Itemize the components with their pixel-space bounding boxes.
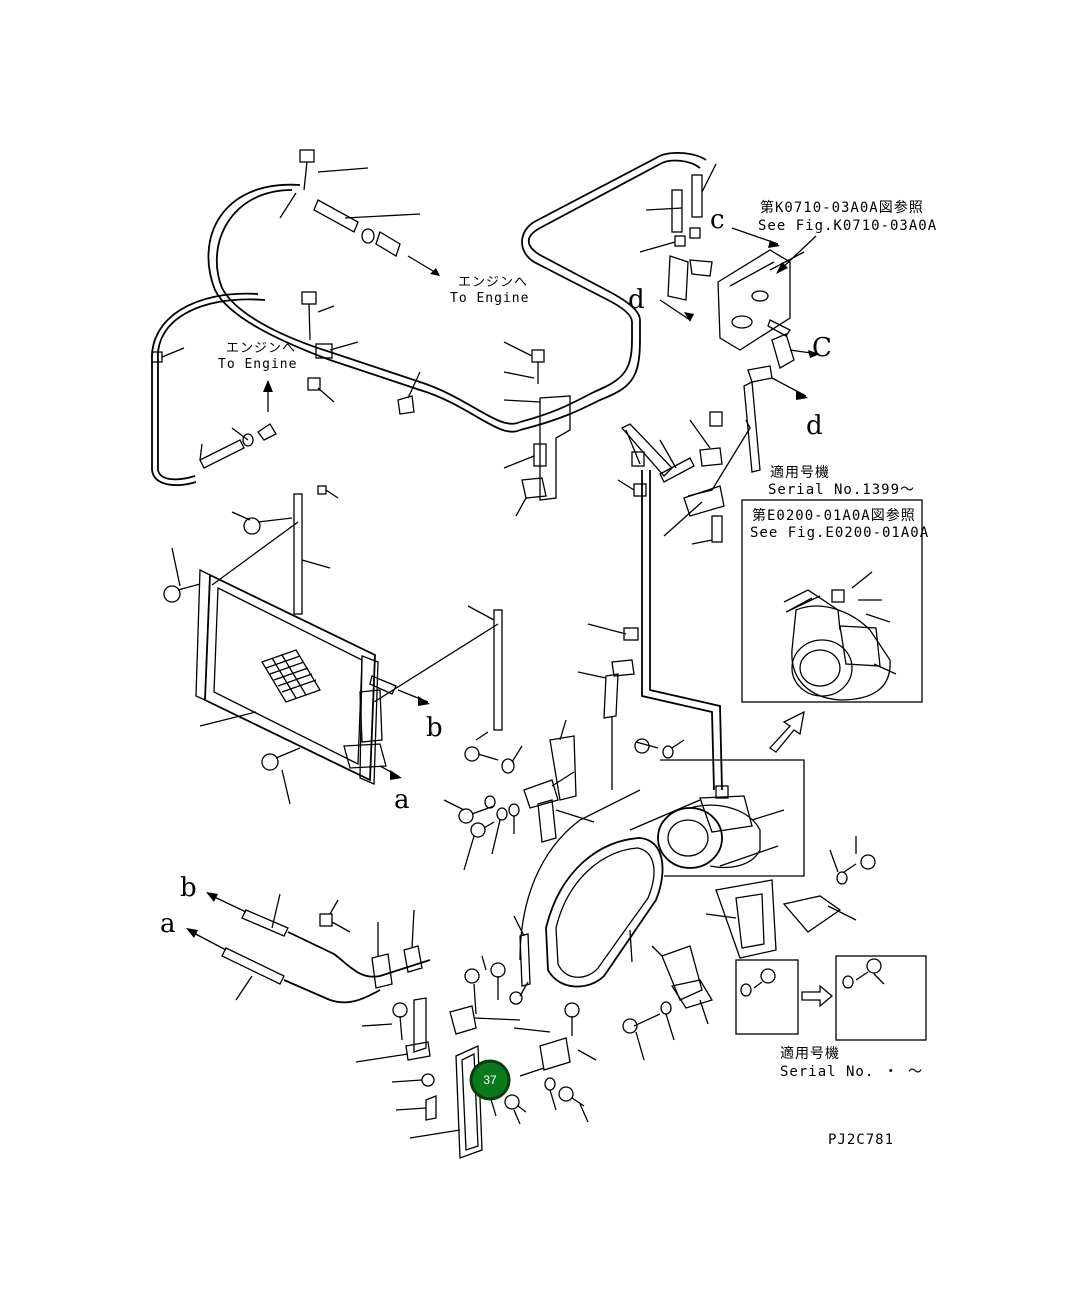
to-engine-en-1: To Engine	[450, 291, 529, 306]
ref-k0710-en: See Fig.K0710-03A0A	[758, 218, 937, 234]
top-hose-bolt	[279, 149, 369, 219]
letter-d-2: d	[806, 411, 823, 441]
to-engine-jp-2: エンジンへ	[226, 341, 296, 356]
drawing-code: PJ2C781	[828, 1132, 894, 1148]
right-compressor-bracket	[622, 836, 876, 1061]
right-hose-elbow	[743, 333, 820, 473]
serial-detail-box-right	[835, 955, 927, 1041]
serial-jp-1: 適用号機	[770, 464, 830, 481]
upper-left-hose	[151, 183, 521, 486]
letter-b-2: b	[180, 873, 197, 903]
part-callout-37[interactable]: 37	[469, 1059, 511, 1101]
hose-clamp-bolt	[301, 291, 421, 415]
serial-detail-box-left	[735, 959, 799, 1035]
detail-arrow	[769, 710, 805, 753]
drive-belt	[519, 789, 664, 988]
ref-e0200-jp: 第E0200-01A0A図参照	[752, 507, 916, 524]
letter-a-2: a	[160, 909, 176, 939]
upper-right-pipe	[519, 152, 707, 431]
vertical-hoses-top	[639, 163, 717, 322]
condenser-assembly	[163, 485, 503, 805]
detail-box-e0200	[741, 499, 923, 703]
receiver-drier-bracket	[355, 915, 597, 1159]
to-engine-en-2: To Engine	[218, 357, 297, 372]
arrow-right-detail	[801, 984, 834, 1008]
ref-k0710-jp: 第K0710-03A0A図参照	[760, 199, 924, 216]
to-engine-jp-1: エンジンへ	[458, 275, 528, 290]
letter-a-1: a	[394, 785, 410, 815]
serial-en-2: Serial No. ・ ～	[780, 1064, 923, 1080]
lower-left-hoses	[186, 892, 431, 1004]
middle-bolt-cluster	[443, 719, 595, 871]
condenser-bolts	[163, 511, 301, 805]
serial-jp-2: 適用号機	[780, 1045, 840, 1062]
ref-e0200-en: See Fig.E0200-01A0A	[750, 525, 929, 541]
condenser-mesh	[261, 649, 321, 703]
center-mounting-bracket	[503, 341, 571, 517]
letter-b-1: b	[426, 713, 443, 743]
middle-hose-run	[617, 411, 751, 791]
hose-sleeve-top	[313, 199, 440, 276]
lower-left-clamps	[319, 899, 423, 989]
letter-c-1: c	[710, 205, 725, 235]
left-hose-fitting	[151, 347, 277, 469]
middle-pipe-fittings	[577, 623, 685, 790]
expansion-valve-bracket	[717, 249, 805, 351]
callout-number: 37	[483, 1073, 497, 1087]
callout-circle[interactable]	[469, 1059, 511, 1101]
letter-d-1: d	[628, 285, 645, 315]
letter-c-2: C	[812, 333, 832, 363]
compressor	[629, 759, 805, 877]
serial-en-1: Serial No.1399～	[768, 482, 915, 498]
